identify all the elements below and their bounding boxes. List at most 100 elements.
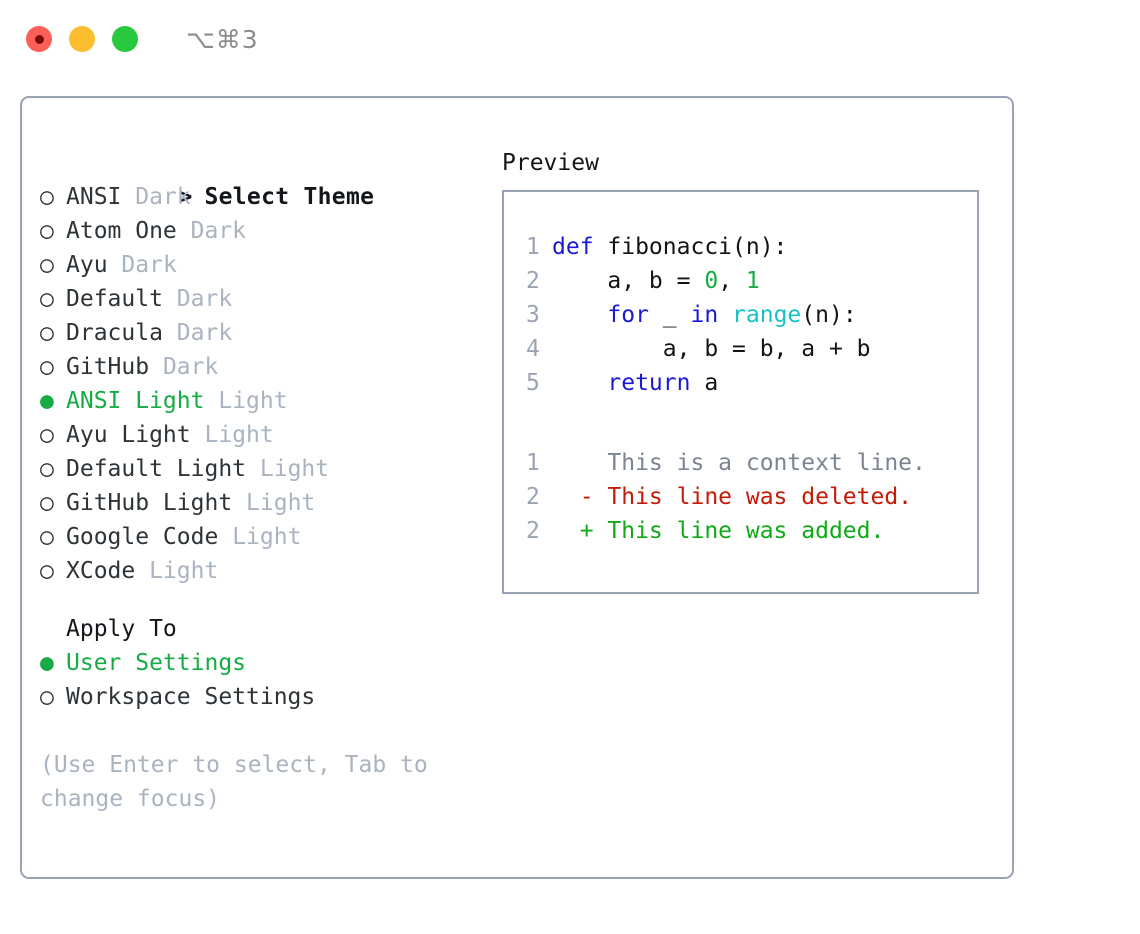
code-line-number: 4 — [526, 336, 540, 362]
theme-name-label: Ayu Light — [66, 422, 191, 448]
theme-picker-heading: > Select Theme — [40, 146, 502, 210]
theme-name-label: ANSI Light — [66, 388, 205, 414]
maximize-button-icon[interactable] — [112, 26, 138, 52]
theme-list-item[interactable]: ○ Dracula Dark — [40, 316, 502, 350]
code-line-number: 1 — [526, 234, 540, 260]
theme-variant-tag: Dark — [121, 252, 177, 278]
minimize-button-icon[interactable] — [69, 26, 95, 52]
label-gap — [163, 320, 177, 346]
radio-unselected-icon[interactable]: ○ — [40, 558, 54, 584]
apply-to-heading: Apply To — [66, 616, 177, 642]
diff-text: This is a context line. — [607, 450, 926, 476]
code-token — [552, 370, 607, 396]
radio-selected-icon[interactable]: ● — [40, 388, 54, 414]
theme-list-item[interactable]: ○ Default Dark — [40, 282, 502, 316]
theme-list-item[interactable]: ○XCode Light — [40, 554, 502, 588]
window-title: ⌥⌘3 — [186, 24, 259, 54]
radio-unselected-icon[interactable]: ○ — [40, 184, 54, 210]
apply-to-item[interactable]: ●User Settings — [40, 646, 502, 680]
diff-line-number: 1 — [526, 450, 540, 476]
code-line: 5 return a — [526, 366, 977, 400]
theme-name-label: Ayu — [66, 252, 108, 278]
theme-list-item[interactable]: ○GitHub Dark — [40, 350, 502, 384]
radio-unselected-icon[interactable]: ○ — [40, 684, 54, 710]
theme-name-label: Atom One — [66, 218, 177, 244]
theme-variant-tag: Dark — [176, 286, 233, 312]
diff-text: This line was deleted. — [607, 484, 913, 510]
code-line-number: 3 — [526, 302, 540, 328]
radio-unselected-icon[interactable]: ○ — [40, 286, 54, 312]
theme-name-label: Google Code — [66, 524, 219, 550]
code-token: for — [607, 302, 649, 328]
theme-name-label: XCode — [66, 558, 136, 584]
theme-variant-tag: Dark — [162, 354, 219, 380]
code-line-number: 2 — [526, 268, 540, 294]
radio-unselected-icon[interactable]: ○ — [40, 218, 54, 244]
label-gap — [191, 422, 205, 448]
theme-variant-tag: Light — [246, 490, 316, 516]
theme-list-item[interactable]: ○ Ayu Dark — [40, 248, 502, 282]
code-token: return — [607, 370, 691, 396]
diff-sign: - — [552, 484, 608, 510]
radio-unselected-icon[interactable]: ○ — [40, 252, 54, 278]
radio-unselected-icon[interactable]: ○ — [40, 524, 54, 550]
diff-text: This line was added. — [607, 518, 885, 544]
diff-line: 2 - This line was deleted. — [526, 480, 977, 514]
code-token: _ — [648, 302, 691, 328]
radio-unselected-icon[interactable]: ○ — [40, 456, 54, 482]
diff-line: 2 + This line was added. — [526, 514, 977, 548]
code-token: 0 — [704, 268, 719, 294]
code-line: 4 a, b = b, a + b — [526, 332, 977, 366]
prompt-caret-icon: > — [178, 184, 193, 210]
label-gap — [108, 252, 122, 278]
theme-picker-heading-label: Select Theme — [204, 184, 375, 210]
theme-list-item[interactable]: ○Default Light Light — [40, 452, 502, 486]
apply-to-list: ●User Settings○Workspace Settings — [40, 646, 502, 714]
theme-variant-tag: Light — [218, 388, 288, 414]
diff-line: 1 This is a context line. — [526, 446, 977, 480]
label-gap — [135, 558, 149, 584]
radio-selected-icon[interactable]: ● — [40, 650, 54, 676]
theme-picker-column: > Select Theme ○ ANSI Dark ○ Atom One Dark ○ A… — [40, 146, 502, 877]
theme-variant-tag: Light — [204, 422, 274, 448]
keyboard-hint-text: (Use Enter to select, Tab to change focu… — [40, 752, 442, 812]
theme-list-item[interactable]: ● ANSI Light Light — [40, 384, 502, 418]
theme-list: ○ANSI Dark○Atom One Dark○Ayu Dark○Defaul… — [40, 180, 502, 588]
code-line: 3 for _ in range(n): — [526, 298, 977, 332]
apply-to-item[interactable]: ○Workspace Settings — [40, 680, 502, 714]
label-gap — [121, 184, 135, 210]
code-token: def — [552, 234, 594, 260]
theme-list-item[interactable]: ○ Ayu Light Light — [40, 418, 502, 452]
radio-unselected-icon[interactable]: ○ — [40, 490, 54, 516]
theme-name-label: GitHub Light — [66, 490, 233, 516]
label-gap — [218, 524, 232, 550]
theme-name-label: Dracula — [66, 320, 163, 346]
code-token: , — [718, 268, 746, 294]
radio-unselected-icon[interactable]: ○ — [40, 422, 54, 448]
main-panel: > Select Theme ○ ANSI Dark ○ Atom One Dark ○ A… — [20, 96, 1014, 879]
radio-unselected-icon[interactable]: ○ — [40, 320, 54, 346]
diff-sign — [552, 450, 607, 476]
theme-list-item[interactable]: ○ GitHub Light Light — [40, 486, 502, 520]
code-line: 2 a, b = 0, 1 — [526, 264, 977, 298]
theme-name-label: Default — [66, 286, 163, 312]
theme-variant-tag: Light — [232, 524, 302, 550]
code-diff-spacer — [526, 400, 977, 446]
label-gap — [177, 218, 191, 244]
theme-list-item[interactable]: ○ Google Code Light — [40, 520, 502, 554]
code-line-number: 5 — [526, 370, 540, 396]
code-token: in — [690, 302, 719, 328]
theme-name-label: ANSI — [66, 184, 122, 210]
theme-list-item[interactable]: ○Atom One Dark — [40, 214, 502, 248]
code-token: range — [732, 302, 802, 328]
theme-variant-tag: Dark — [176, 320, 233, 346]
section-spacer — [40, 588, 502, 612]
code-token: fibonacci(n): — [593, 234, 788, 260]
close-button-icon[interactable] — [26, 26, 52, 52]
radio-unselected-icon[interactable]: ○ — [40, 354, 54, 380]
code-token — [718, 302, 732, 328]
code-token: (n): — [801, 302, 857, 328]
theme-list-item[interactable]: ○ANSI Dark — [40, 180, 502, 214]
label-gap — [232, 490, 246, 516]
